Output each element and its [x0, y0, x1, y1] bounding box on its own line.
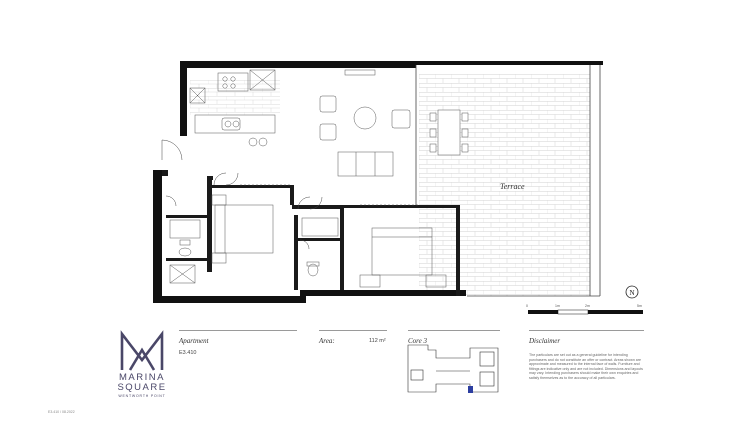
exterior-walls	[153, 61, 603, 303]
footer-ref: E3.410 / 08.2022	[48, 410, 75, 414]
terrace-dining-set	[429, 109, 469, 156]
bathroom-fittings	[169, 217, 339, 284]
scale-bar: 0 1m 2m 5m	[526, 304, 643, 315]
terrace-railing	[415, 65, 601, 297]
living-furniture	[319, 69, 411, 177]
north-compass-icon: N	[625, 285, 639, 299]
area-divider	[319, 330, 387, 331]
brand-name-line1: MARINA	[119, 372, 165, 383]
scale-tick-3: 5m	[637, 304, 642, 308]
terrace-label: Terrace	[500, 182, 525, 191]
interior-walls	[162, 170, 460, 296]
brand-name-line2: SQUARE	[117, 382, 167, 393]
bedroom-2-furniture	[359, 227, 447, 288]
door-swings	[161, 139, 418, 250]
apartment-label: Apartment	[179, 337, 209, 345]
bedroom-1-furniture	[211, 194, 274, 264]
disclaimer-text: The particulars are set out as a general…	[529, 353, 643, 380]
core-divider	[408, 330, 500, 331]
compass-letter: N	[630, 289, 635, 297]
brand-tagline: WENTWORTH POINT	[118, 394, 166, 398]
core-label: Core 3	[408, 337, 427, 345]
area-label: Area:	[319, 337, 335, 345]
marina-square-logo	[120, 330, 164, 371]
scale-tick-0: 0	[526, 304, 528, 308]
area-value: 112 m²	[369, 338, 386, 344]
apartment-value: E3.410	[179, 350, 197, 356]
kitchen-fittings	[189, 69, 276, 147]
scale-tick-1: 1m	[555, 304, 560, 308]
disclaimer-divider	[529, 330, 644, 331]
apartment-divider	[179, 330, 297, 331]
core-key-plan	[407, 344, 499, 393]
scale-tick-2: 2m	[585, 304, 590, 308]
disclaimer-label: Disclaimer	[529, 337, 561, 345]
